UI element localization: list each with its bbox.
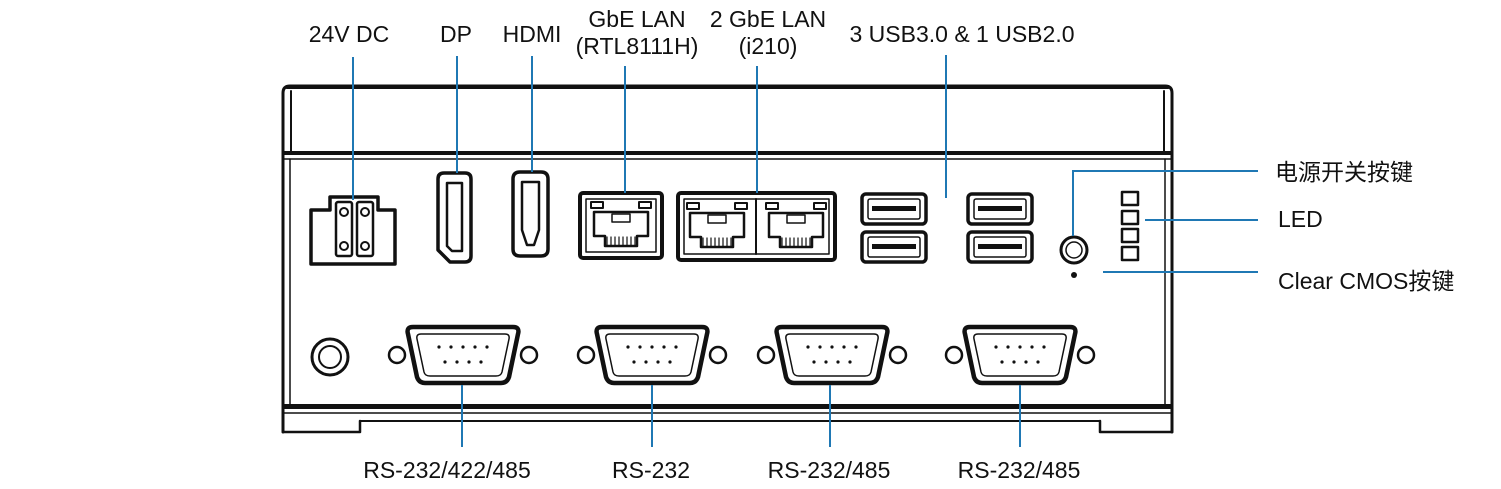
label-led: LED <box>1278 206 1323 232</box>
round-connector <box>310 337 350 377</box>
led-indicator <box>1120 209 1140 226</box>
label-serial-1: RS-232/422/485 <box>363 457 531 483</box>
gbe-lan-frame <box>578 191 664 260</box>
dc-terminal-body <box>309 195 397 266</box>
led-indicator <box>1120 190 1140 207</box>
led-indicator <box>1120 227 1140 244</box>
label-serial-2: RS-232 <box>612 457 690 483</box>
usb-ports <box>860 192 1034 264</box>
power-button-cap <box>1065 241 1083 259</box>
displayport-connector <box>436 171 473 264</box>
leader-power <box>1072 170 1258 236</box>
usb-port-1 <box>860 192 928 226</box>
label-dc: 24V DC <box>309 21 390 47</box>
dual-gbe-lan-port <box>676 191 837 262</box>
gbe-lan-port <box>578 191 664 260</box>
dp-shell <box>436 171 473 264</box>
label-serial-3: RS-232/485 <box>768 457 891 483</box>
bottom-labels: RS-232/422/485 RS-232 RS-232/485 RS-232/… <box>363 457 1080 483</box>
gbe-lan-inner-frame <box>585 198 657 253</box>
usb-port-2 <box>860 230 928 264</box>
hdmi-inner <box>520 180 541 247</box>
clear-cmos-button <box>1071 272 1077 278</box>
label-gbe-lan-line2: (RTL8111H) <box>576 33 699 59</box>
dp-inner <box>445 181 464 253</box>
serial-port-4 <box>946 327 1094 383</box>
dual-lan-jack-2 <box>764 201 828 249</box>
dc-terminal-screw <box>339 207 349 217</box>
dc-terminal-screw <box>360 207 370 217</box>
label-usb: 3 USB3.0 & 1 USB2.0 <box>849 21 1074 47</box>
dc-terminal-screw <box>339 241 349 251</box>
label-cmos: Clear CMOS按键 <box>1278 268 1454 294</box>
round-connector-inner <box>318 345 342 369</box>
top-labels: 24V DC DP HDMI GbE LAN (RTL8111H) 2 GbE … <box>309 6 1075 59</box>
label-hdmi: HDMI <box>503 21 562 47</box>
usb-port-4 <box>966 230 1034 264</box>
chassis-foot-right <box>1098 419 1174 434</box>
hdmi-shell <box>511 170 550 258</box>
serial-port-2 <box>578 327 726 383</box>
leader-lines <box>352 55 1258 447</box>
label-dual-lan-line2: (i210) <box>739 33 798 59</box>
label-dp: DP <box>440 21 472 47</box>
label-dual-lan-line1: 2 GbE LAN <box>710 6 826 32</box>
power-button <box>1059 235 1089 265</box>
dc-terminal-slot-right <box>355 200 375 258</box>
serial-port-3 <box>758 327 906 383</box>
device-chassis <box>281 84 1174 434</box>
round-connector-outer <box>310 337 350 377</box>
panel-top-band <box>283 151 1172 155</box>
panel-bottom-band <box>283 404 1172 409</box>
right-labels: 电源开关按键 LED Clear CMOS按键 <box>1275 159 1454 294</box>
serial-port-1 <box>389 327 537 383</box>
gbe-lan-jack <box>589 200 653 248</box>
status-leds <box>1120 190 1140 262</box>
dc-power-terminal <box>309 195 397 266</box>
dc-terminal-slot-left <box>334 200 354 258</box>
led-indicator <box>1120 245 1140 262</box>
dc-terminal-screw <box>360 241 370 251</box>
label-serial-4: RS-232/485 <box>958 457 1081 483</box>
serial-ports <box>389 327 1094 383</box>
chassis-foot-left <box>281 419 362 434</box>
power-button-ring <box>1059 235 1089 265</box>
usb-port-3 <box>966 192 1034 226</box>
dual-lan-jack-1 <box>685 201 749 249</box>
label-gbe-lan-line1: GbE LAN <box>588 6 685 32</box>
hdmi-connector <box>511 170 550 258</box>
label-power: 电源开关按键 <box>1275 159 1413 185</box>
